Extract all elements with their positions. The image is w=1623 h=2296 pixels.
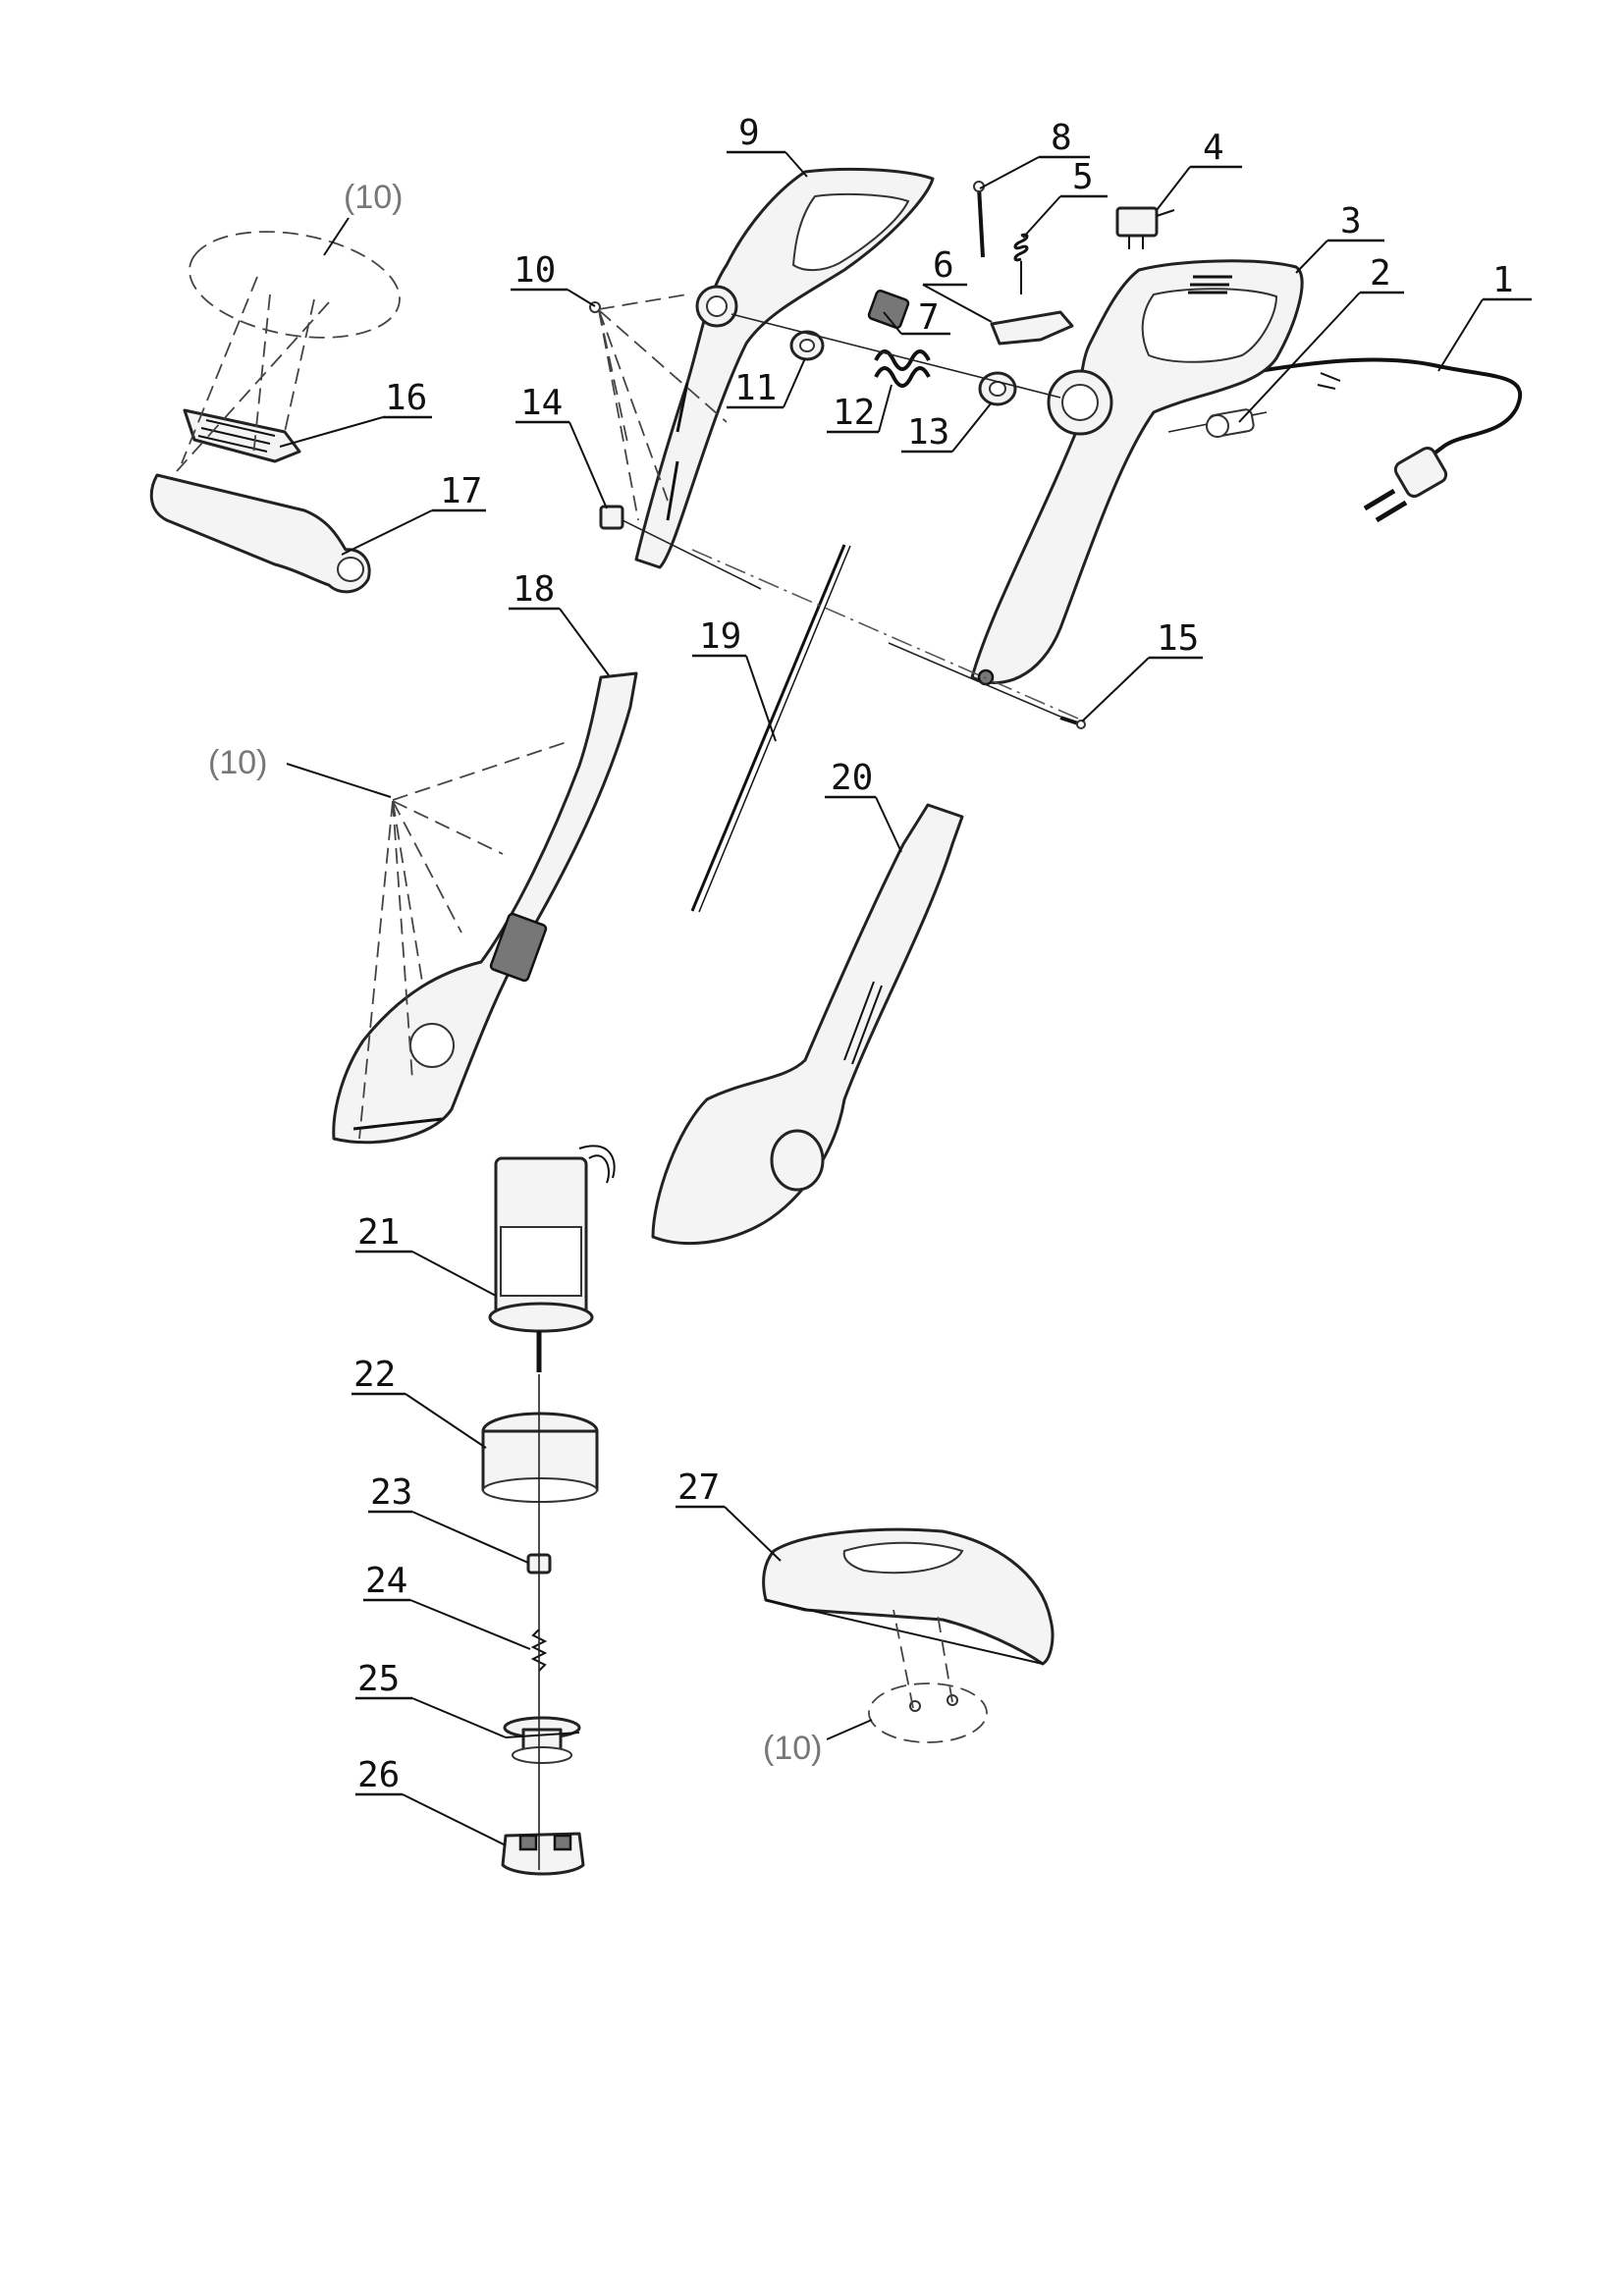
callout-6: 6 xyxy=(933,245,954,286)
callout-7: 7 xyxy=(918,297,940,338)
callout-11: 11 xyxy=(734,368,777,408)
callout-10: 10 xyxy=(514,250,556,291)
callout-23: 23 xyxy=(370,1472,412,1513)
part-18-shaft-housing-left xyxy=(332,671,638,1145)
part-15-long-screw xyxy=(888,642,1086,729)
leader-lines xyxy=(279,150,1532,1846)
part-5-small-spring xyxy=(1013,233,1029,294)
callout-4: 4 xyxy=(1203,128,1224,168)
ref-label-10-top: (10) xyxy=(344,179,403,216)
callout-12: 12 xyxy=(833,393,875,433)
assembly-axis-shaft xyxy=(691,549,1086,722)
ref-circle-top-left xyxy=(189,231,401,339)
callout-1: 1 xyxy=(1492,260,1514,300)
screw-fan-lines xyxy=(176,276,953,1709)
part-27-guard xyxy=(762,1527,1055,1712)
part-8-pin xyxy=(973,181,985,258)
part-6-trigger xyxy=(990,310,1074,346)
callout-2: 2 xyxy=(1370,253,1391,294)
callout-9: 9 xyxy=(738,113,760,153)
part-1-power-cord xyxy=(1246,357,1523,523)
part-7-lock-button xyxy=(867,289,910,330)
ref-circle-guard xyxy=(868,1682,988,1743)
part-11-knob xyxy=(789,330,825,361)
callout-25: 25 xyxy=(357,1659,400,1699)
part-12-spring xyxy=(874,349,931,388)
callout-labels: 1 2 3 4 5 6 7 8 9 10 11 12 13 14 15 16 1… xyxy=(208,113,1514,1795)
callout-8: 8 xyxy=(1051,118,1072,158)
callout-3: 3 xyxy=(1340,201,1362,241)
part-20-shaft-housing-right xyxy=(651,803,964,1245)
callout-15: 15 xyxy=(1157,618,1199,659)
callout-18: 18 xyxy=(513,569,555,610)
part-2-strain-relief xyxy=(1167,408,1268,438)
callout-14: 14 xyxy=(520,383,563,423)
callout-22: 22 xyxy=(353,1355,396,1395)
part-4-switch xyxy=(1115,206,1175,249)
part-9-handle-left-half xyxy=(634,167,935,569)
callout-17: 17 xyxy=(440,471,482,511)
part-3-handle-housing xyxy=(970,259,1304,686)
part-16-soft-grip xyxy=(183,408,301,463)
part-22-fan xyxy=(481,1412,599,1503)
callout-24: 24 xyxy=(365,1561,407,1601)
callout-21: 21 xyxy=(357,1212,400,1253)
callout-26: 26 xyxy=(357,1755,400,1795)
callout-27: 27 xyxy=(677,1468,720,1508)
part-26-spool-cover xyxy=(501,1832,585,1876)
callout-20: 20 xyxy=(831,758,873,798)
ref-label-10-bottom: (10) xyxy=(763,1730,822,1767)
part-14-nut xyxy=(599,505,762,590)
part-17-auxiliary-handle xyxy=(149,473,371,594)
ref-label-10-middle: (10) xyxy=(208,744,267,781)
callout-5: 5 xyxy=(1072,157,1094,197)
callout-16: 16 xyxy=(385,378,427,418)
callout-19: 19 xyxy=(699,616,741,657)
assembly-axis-11-13 xyxy=(730,313,1061,399)
part-21-motor xyxy=(488,1145,616,1372)
callout-13: 13 xyxy=(907,412,949,453)
part-25-spool xyxy=(503,1716,581,1764)
